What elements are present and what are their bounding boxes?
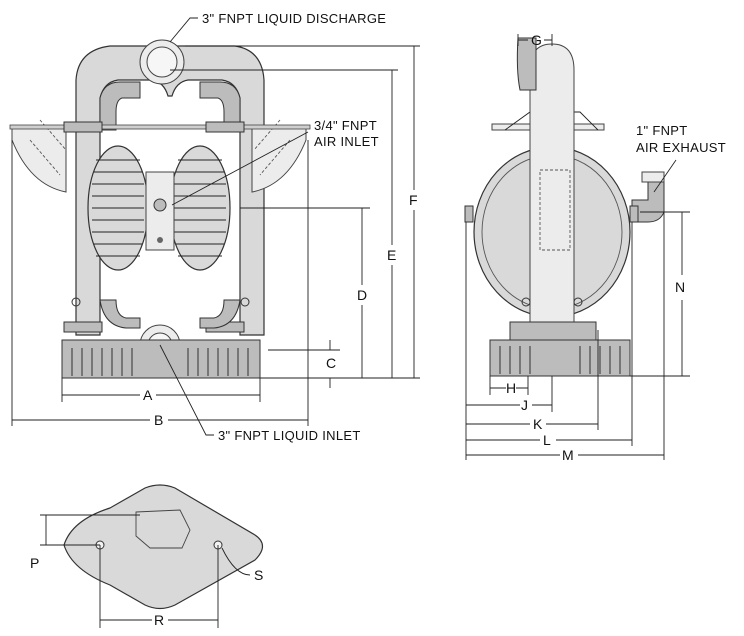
dim-label-j: J xyxy=(521,397,528,413)
dim-label-a: A xyxy=(143,387,153,403)
front-dimension-lines xyxy=(11,17,420,436)
side-hidden-chamber xyxy=(539,169,571,251)
exhaust-cap xyxy=(641,171,665,183)
dim-label-c: C xyxy=(326,355,336,371)
front-center-bolt xyxy=(157,237,163,243)
side-discharge-head xyxy=(516,37,537,91)
callout-air-inlet-line1: 3/4" FNPT xyxy=(314,118,377,133)
footprint-dimension-lines xyxy=(40,514,251,628)
callout-air-exhaust-line2: AIR EXHAUST xyxy=(636,140,726,155)
side-lower-clamp xyxy=(509,321,597,341)
side-hole-right xyxy=(573,297,583,307)
footprint-outline xyxy=(63,484,264,610)
side-base xyxy=(489,339,631,377)
front-lower-elbow-right xyxy=(199,299,241,329)
dim-label-l: L xyxy=(543,432,551,448)
dim-label-e: E xyxy=(387,247,396,263)
front-wing-left xyxy=(11,126,67,193)
dim-label-k: K xyxy=(533,416,543,432)
dim-label-h: H xyxy=(506,380,516,396)
side-hole-left xyxy=(521,297,531,307)
dim-label-g: G xyxy=(531,32,542,48)
dim-label-f: F xyxy=(409,192,418,208)
front-wing-right xyxy=(251,126,307,193)
front-elbow-left xyxy=(99,81,141,131)
discharge-port-bore xyxy=(146,46,178,78)
side-dimension-lines xyxy=(465,34,690,460)
front-bowl-ribs xyxy=(92,159,226,257)
text-labels: 3" FNPT LIQUID DISCHARGE 3/4" FNPT AIR I… xyxy=(30,11,726,628)
dim-label-r: R xyxy=(154,612,164,628)
callout-liquid-inlet: 3" FNPT LIQUID INLET xyxy=(218,428,361,443)
footprint-inner-outline xyxy=(135,509,191,549)
dim-label-d: D xyxy=(357,287,367,303)
dim-label-s: S xyxy=(254,567,263,583)
side-bolt-left xyxy=(464,205,474,223)
dim-label-n: N xyxy=(675,279,685,295)
side-manifold xyxy=(529,43,575,331)
front-lower-elbow-left xyxy=(99,299,141,329)
side-bolt-right xyxy=(629,205,639,223)
air-inlet-port xyxy=(153,198,167,212)
side-base-fins xyxy=(499,346,621,374)
front-base-fins xyxy=(71,348,249,376)
callout-air-exhaust-line1: 1" FNPT xyxy=(636,123,688,138)
front-elbow-right xyxy=(199,81,241,131)
side-view xyxy=(464,34,690,460)
front-view xyxy=(9,17,420,436)
dim-label-m: M xyxy=(562,447,574,463)
dim-label-b: B xyxy=(154,412,163,428)
callout-liquid-discharge: 3" FNPT LIQUID DISCHARGE xyxy=(202,11,386,26)
dim-label-p: P xyxy=(30,555,39,571)
front-hole-right xyxy=(240,297,250,307)
footprint-view xyxy=(40,484,264,628)
callout-air-inlet-line2: AIR INLET xyxy=(314,134,379,149)
front-hole-left xyxy=(71,297,81,307)
front-mount-bar xyxy=(9,124,311,130)
